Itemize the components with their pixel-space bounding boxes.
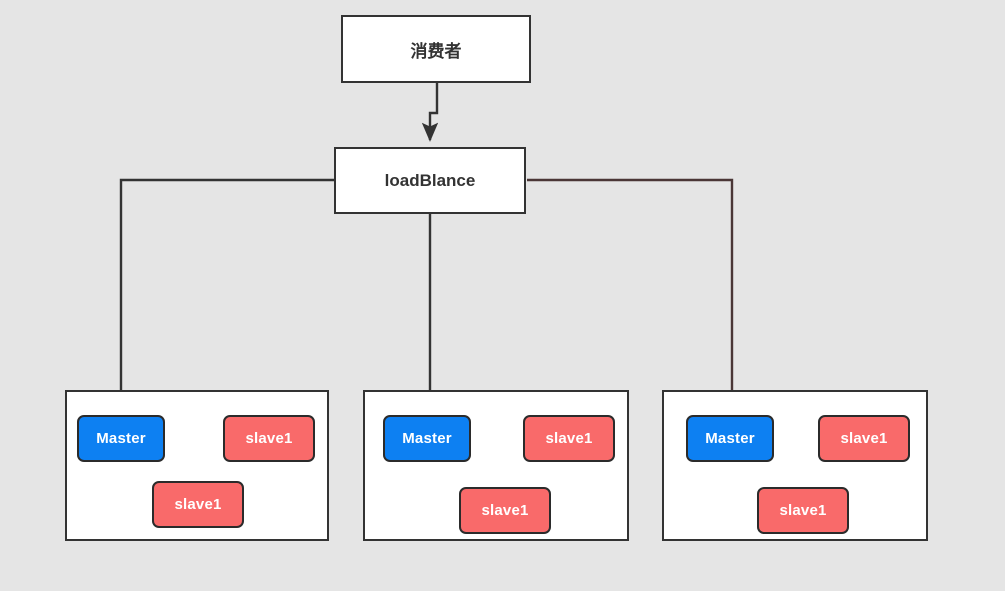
consumer-node[interactable]: 消费者 (341, 15, 531, 83)
cluster-1-master-node[interactable]: Master (77, 415, 165, 462)
cluster-2-master-node[interactable]: Master (383, 415, 471, 462)
cluster-2-master-label: Master (402, 430, 452, 447)
cluster-3-master-node[interactable]: Master (686, 415, 774, 462)
cluster-3-master-label: Master (705, 430, 755, 447)
loadblance-node[interactable]: loadBlance (334, 147, 526, 214)
edge-loadblance-to-cluster-1 (112, 178, 334, 414)
cluster-2-slave-right-node[interactable]: slave1 (523, 415, 615, 462)
cluster-1-master-label: Master (96, 430, 146, 447)
cluster-1-slave-bottom-node[interactable]: slave1 (152, 481, 244, 528)
edge-loadblance-to-cluster-3 (527, 178, 741, 414)
cluster-1-slave-right-node[interactable]: slave1 (223, 415, 315, 462)
cluster-2-slave-bottom-node[interactable]: slave1 (459, 487, 551, 534)
cluster-2-slave-right-label: slave1 (545, 430, 593, 447)
cluster-3-slave-right-node[interactable]: slave1 (818, 415, 910, 462)
cluster-3-slave-bottom-node[interactable]: slave1 (757, 487, 849, 534)
cluster-1-slave-bottom-label: slave1 (174, 496, 222, 513)
consumer-label: 消费者 (410, 41, 462, 61)
cluster-3-slave-bottom-label: slave1 (779, 502, 827, 519)
edge-consumer-to-loadblance (421, 83, 439, 142)
cluster-2-slave-bottom-label: slave1 (481, 502, 529, 519)
cluster-1-slave-right-label: slave1 (245, 430, 293, 447)
cluster-3-slave-right-label: slave1 (840, 430, 888, 447)
loadblance-label: loadBlance (384, 170, 476, 190)
